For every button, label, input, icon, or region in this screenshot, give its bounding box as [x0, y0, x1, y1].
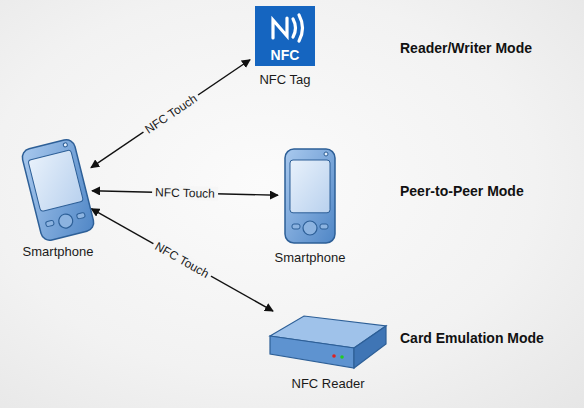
nfc-touch-arrow [91, 60, 250, 168]
node-label: NFC Tag [259, 72, 310, 88]
node-label: NFC Reader [292, 376, 365, 392]
nfc-reader-icon: NFC Reader [270, 314, 386, 370]
mode-label: Card Emulation Mode [400, 330, 544, 347]
mode-label: Peer-to-Peer Mode [400, 183, 524, 200]
mode-label: Reader/Writer Mode [400, 40, 532, 57]
edge-label: NFC Touch [152, 185, 218, 201]
nfc-touch-arrow [91, 209, 273, 311]
node-label: Smartphone [23, 244, 94, 260]
smartphone-icon: Smartphone [30, 142, 86, 238]
node-outline [30, 142, 86, 238]
node-label: Smartphone [275, 250, 346, 266]
node-outline [270, 314, 386, 370]
icon-text: NFC [271, 47, 300, 63]
nfc-tag-icon: NFCNFC Tag [255, 6, 315, 66]
edge-label: NFC Touch [150, 238, 214, 282]
node-outline [284, 148, 336, 244]
edge-label: NFC Touch [139, 89, 201, 138]
smartphone-icon: Smartphone [284, 148, 336, 244]
